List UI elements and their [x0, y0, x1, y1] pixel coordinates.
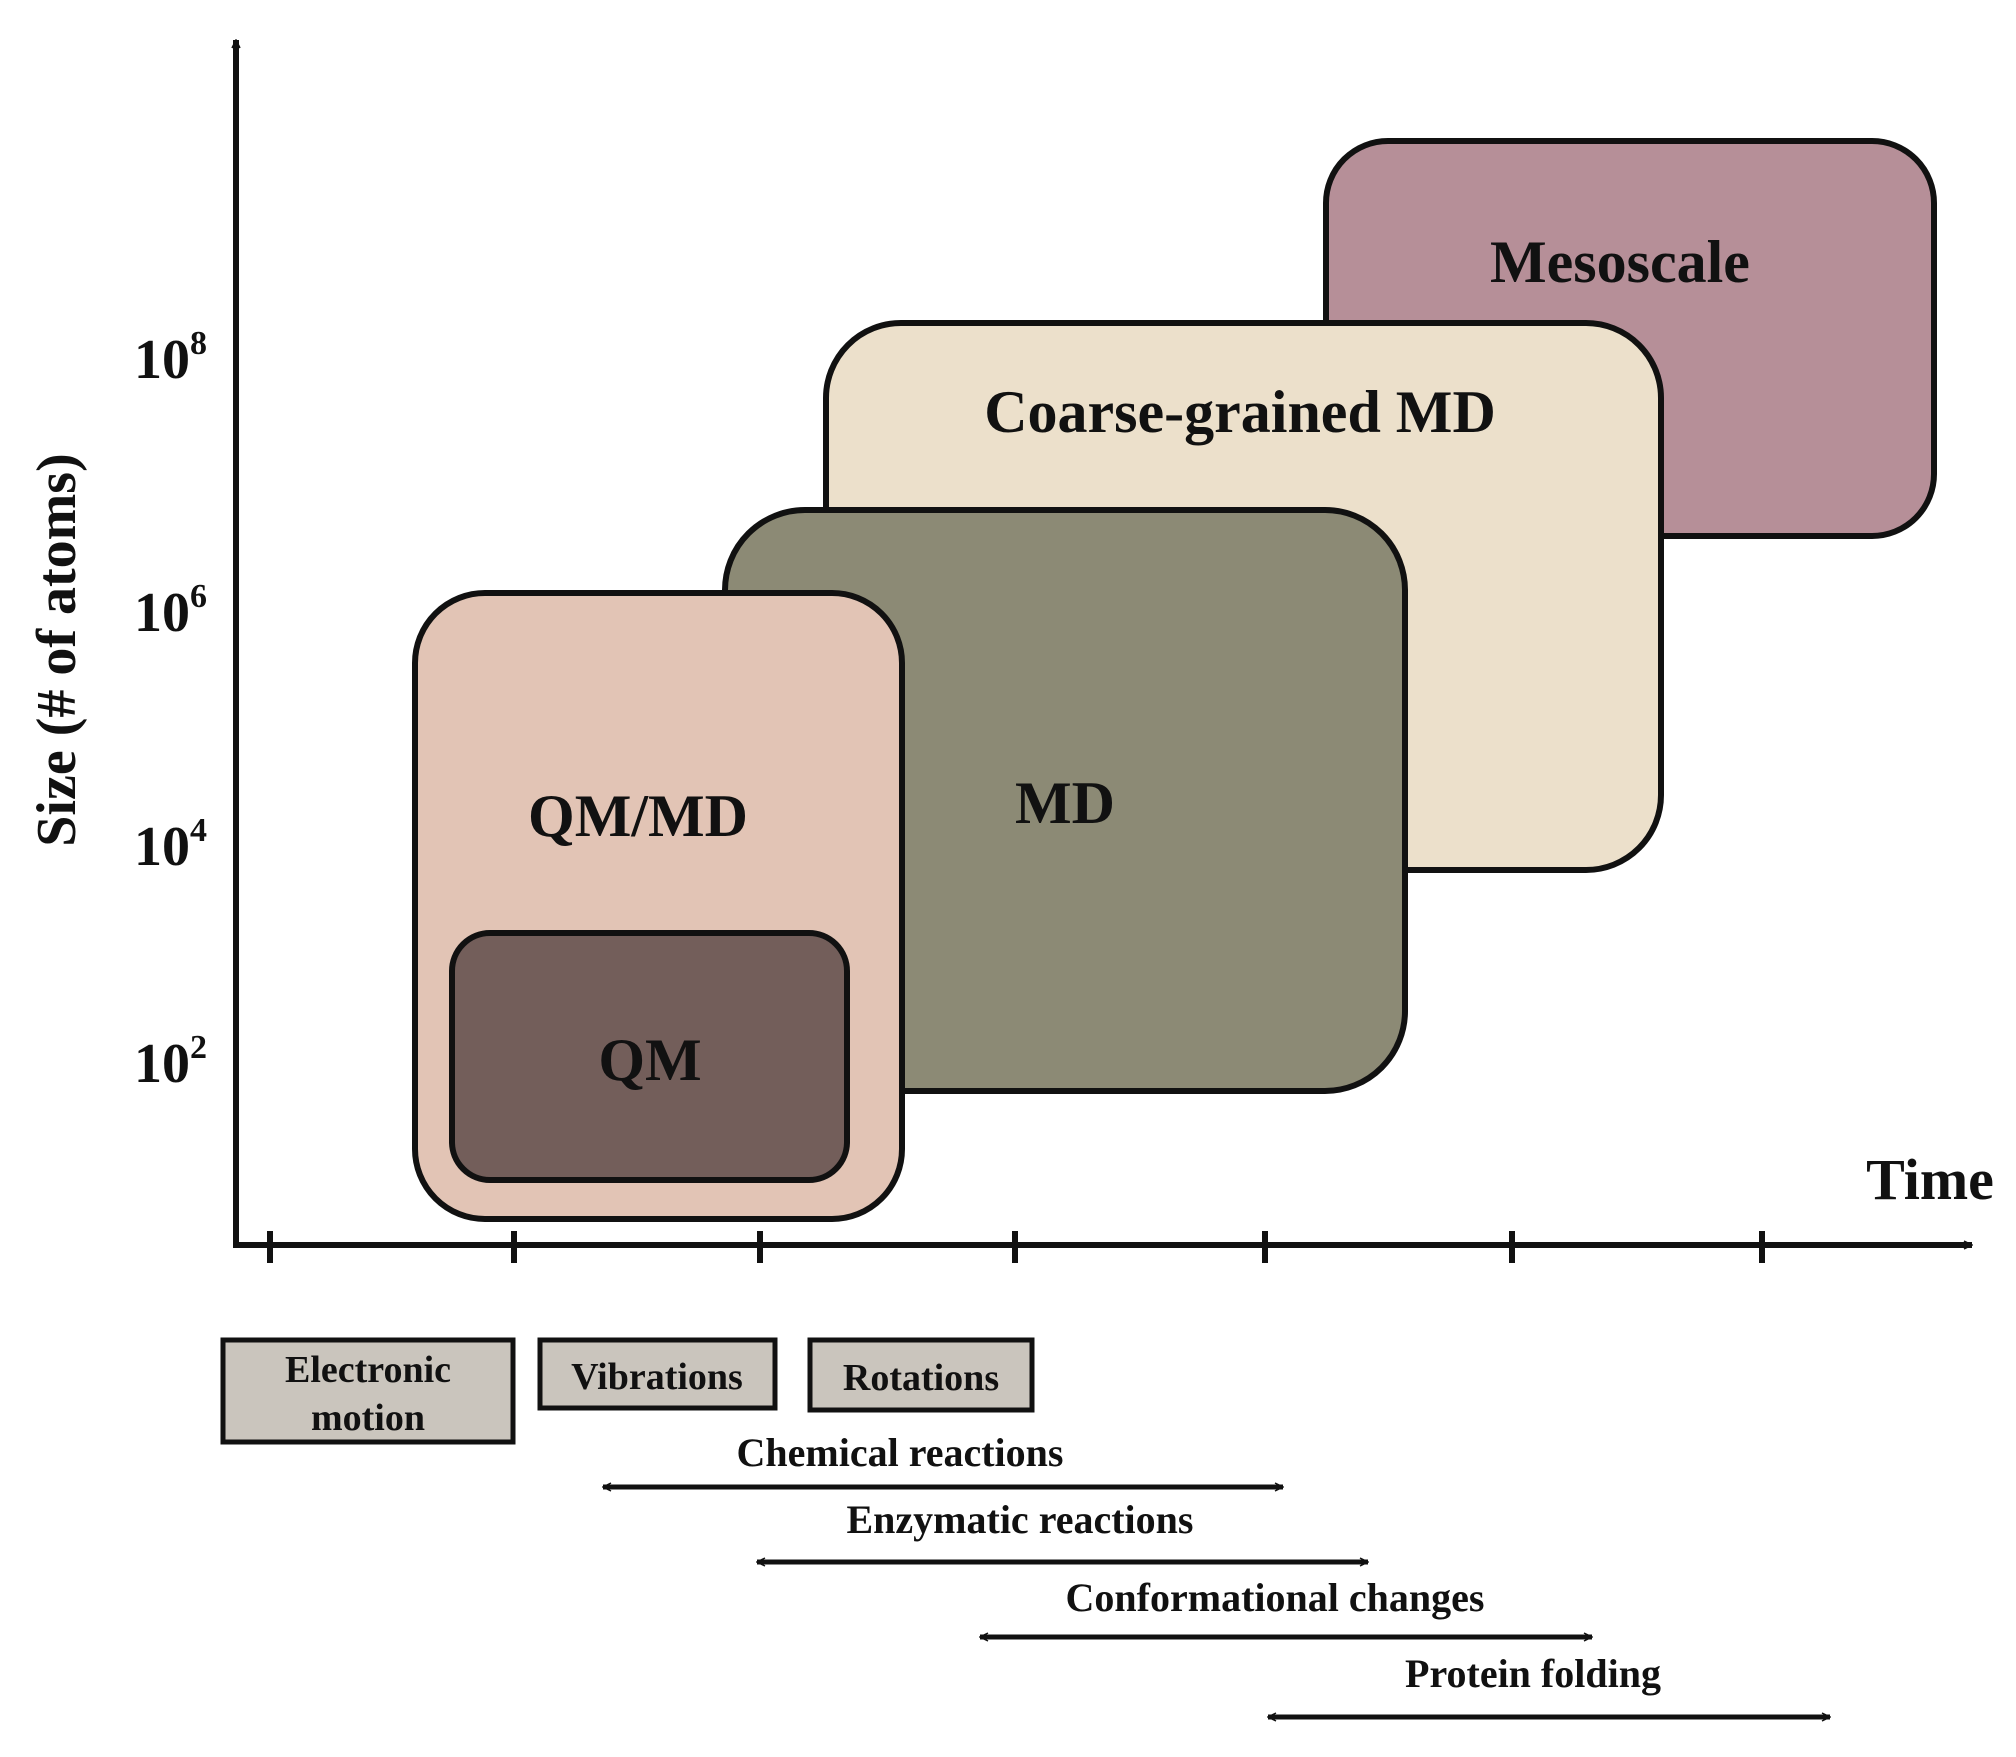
process-label: Protein folding	[1405, 1651, 1661, 1696]
time-scale-label: Rotations	[843, 1357, 999, 1399]
qm-md-label: QM/MD	[528, 783, 748, 849]
y-tick-label-10e4: 104	[134, 812, 207, 878]
process-enzymatic-reactions: Enzymatic reactions	[757, 1497, 1368, 1562]
x-axis-label: Time	[1866, 1147, 1994, 1212]
time-scale-box	[537, 1337, 778, 1411]
qm-box	[449, 930, 850, 1183]
y-tick-exponent: 2	[190, 1029, 207, 1066]
time-scale-label: Vibrations	[571, 1356, 743, 1398]
mesoscale-label: Mesoscale	[1490, 229, 1750, 295]
y-tick-label-10e8: 108	[134, 325, 207, 391]
x-axis-ticks	[267, 1231, 1765, 1263]
qm-label: QM	[598, 1027, 701, 1093]
process-chemical-reactions: Chemical reactions	[603, 1430, 1283, 1487]
y-tick-label-10e6: 106	[134, 578, 207, 644]
y-tick-base: 10	[134, 1033, 190, 1095]
y-tick-label-10e2: 102	[134, 1029, 207, 1095]
time-scale-label: motion	[311, 1397, 425, 1439]
time-scale-boxes: Electronic motion Vibrations Rotations	[220, 1337, 1035, 1445]
process-label: Conformational changes	[1066, 1575, 1485, 1620]
y-tick-exponent: 6	[190, 578, 207, 615]
y-tick-base: 10	[134, 329, 190, 391]
y-tick-exponent: 8	[190, 325, 207, 362]
method-box-qm: QM	[449, 930, 850, 1183]
process-conformational-changes: Conformational changes	[980, 1575, 1592, 1637]
process-ranges: Chemical reactions Enzymatic reactions C…	[603, 1430, 1830, 1717]
time-scale-vibrations: Vibrations	[537, 1337, 778, 1411]
md-label: MD	[1015, 770, 1115, 836]
time-scale-rotations: Rotations	[807, 1337, 1035, 1413]
y-tick-base: 10	[134, 582, 190, 644]
time-scale-label: Electronic	[285, 1349, 451, 1391]
process-label: Enzymatic reactions	[847, 1497, 1194, 1542]
time-scale-electronic-motion: Electronic motion	[220, 1337, 516, 1445]
y-tick-labels: 108 106 104 102	[134, 325, 207, 1095]
time-scale-box	[807, 1337, 1035, 1413]
y-axis-label: Size (# of atoms)	[26, 453, 88, 846]
y-tick-exponent: 4	[190, 812, 207, 849]
process-protein-folding: Protein folding	[1268, 1651, 1830, 1717]
axes: Size (# of atoms) Time 108 106 104 102	[26, 40, 1994, 1263]
coarse-grained-md-label: Coarse-grained MD	[984, 379, 1496, 445]
y-tick-base: 10	[134, 816, 190, 878]
process-label: Chemical reactions	[737, 1430, 1064, 1475]
time-scale-box	[220, 1337, 516, 1445]
